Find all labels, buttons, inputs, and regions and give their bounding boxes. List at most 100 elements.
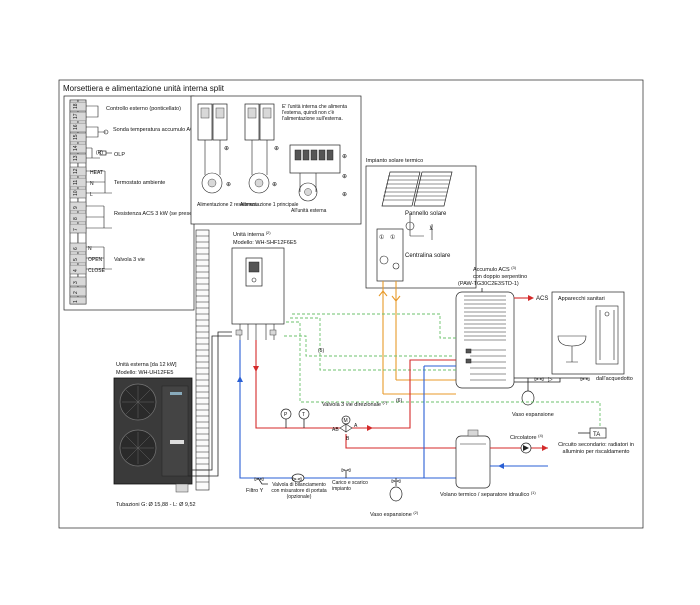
return-pipe-indoor <box>239 340 456 479</box>
terminal-label-sonda: Sonda temperatura accumulo ACS <box>113 127 198 133</box>
solar-station: ① ① ⊻ <box>376 214 433 282</box>
solar-panel-label: Pannello solare <box>405 211 447 217</box>
terminal-number-2: 2 <box>73 291 79 294</box>
svg-text:⊳⊲: ⊳⊲ <box>254 477 264 483</box>
terminal-number-14: 14 <box>73 145 79 151</box>
balancing-valve-label: Valvola di bilanciamento con misuratore … <box>271 482 327 500</box>
thermometer-2-icon: ① <box>390 234 395 241</box>
thermometer-1-icon: ① <box>379 234 384 241</box>
temperature-gauge-label: T <box>302 412 305 418</box>
refrigerant-line <box>188 331 232 477</box>
terminal-number-10: 10 <box>73 190 79 196</box>
plus-connector-4-icon: ⊕ <box>272 182 277 188</box>
plus-connector-7-icon: ⊕ <box>342 192 347 198</box>
svg-text:⊳⊲: ⊳⊲ <box>341 468 351 474</box>
terminal-number-18: 18 <box>73 103 79 109</box>
ref-5: (5) <box>318 348 324 354</box>
secondary-circuit-wrap: Circuito secondario: radiatori in allumi… <box>558 442 634 455</box>
solar-pipe-1 <box>378 281 456 395</box>
terminal-number-11: 11 <box>73 180 79 185</box>
plus-connector-5-icon: ⊕ <box>342 154 347 160</box>
sink-icon <box>557 335 587 363</box>
filtro-label: Filtro Y <box>246 488 264 494</box>
tank-line2: con doppio serpentino <box>473 274 527 280</box>
secondary-circuit-label: Circuito secondario: radiatori in allumi… <box>558 442 634 455</box>
terminal-label-olp: OLP <box>114 152 125 158</box>
pressure-gauge: P <box>280 408 292 428</box>
three-way-valve: M <box>339 415 353 433</box>
terminal-wiring <box>86 105 112 270</box>
terminal-number-9: 9 <box>73 206 79 209</box>
terminal-number-8: 8 <box>73 217 79 220</box>
port-b-label: B <box>346 436 350 442</box>
water-supply: ⊳⊲ ▷ ⊳⊲ <box>514 377 590 406</box>
pressure-gauge-label: P <box>284 412 288 418</box>
terminal-number-13: 13 <box>73 155 79 161</box>
sanitary-box <box>551 291 625 375</box>
signal-line-4 <box>284 335 452 357</box>
pin-close: CLOSE <box>88 268 106 274</box>
flow-pipe-to-buffer <box>345 434 456 449</box>
terminal-number-12: 12 <box>73 168 79 174</box>
check-valve-icon: ▷ <box>548 377 553 383</box>
pin-n: N <box>90 181 94 187</box>
terminal-connectors: ⊕ ⊕ ⊕ ⊕ ⊕ ⊕ ⊕ <box>224 144 347 202</box>
carico-label: Carico e scarico impianto <box>332 480 368 492</box>
plus-connector-1-icon: ⊕ <box>224 146 229 152</box>
supply-valve-2-icon: ⊳⊲ <box>580 377 590 383</box>
outdoor-unit <box>113 377 193 493</box>
vaso-espansione-label: Vaso espansione <box>512 412 554 418</box>
terminal-strip: 18 17 16 15 14 13 12 11 10 9 8 7 6 5 4 3… <box>69 99 87 305</box>
plus-connector-2-icon: ⊕ <box>274 146 279 152</box>
signal-line-3 <box>292 313 456 339</box>
signal-line-2 <box>290 317 456 371</box>
solar-panels <box>381 171 453 207</box>
terminal-label-controllo: Controllo esterno (ponticellato) <box>106 106 181 112</box>
terminal-number-15: 15 <box>73 134 79 140</box>
terminal-label-termostato: Termostato ambiente <box>114 180 165 186</box>
pin-n-valve: N <box>88 246 92 252</box>
solar-station-label: Centralina solare <box>405 253 451 259</box>
sanitary-label: Apparecchi sanitari <box>558 296 605 302</box>
circolatore-label: Circolatore (4) <box>510 433 544 441</box>
outdoor-unit-title: Unità esterna [da 12 kW] <box>116 362 177 368</box>
supply-valve-icon: ⊳⊲ <box>534 377 544 383</box>
indoor-unit-title: Unità interna (2) <box>233 230 271 238</box>
outdoor-feed-label: All'unità esterna <box>291 208 327 214</box>
terminal-number-1: 1 <box>73 300 79 303</box>
pin-open: OPEN <box>88 257 103 263</box>
power-note-wrap: E' l'unità interna che alimenta l'estern… <box>282 104 348 122</box>
terminal-number-5: 5 <box>73 258 79 261</box>
valve-3way-label: Valvola 3 vie direzionale (7) <box>322 400 388 408</box>
balancing-valve-wrap: Valvola di bilanciamento con misuratore … <box>271 482 327 500</box>
acquedotto-label: dall'acquedotto <box>596 376 633 382</box>
acs-tank <box>455 291 515 389</box>
outdoor-pipes-label: Tubazioni G: Ø 15,88 - L: Ø 9,52 <box>116 502 196 508</box>
fill-drain-icon: ⊳⊲ <box>341 468 351 478</box>
brick-wall <box>195 229 210 491</box>
ta-label: TA <box>593 432 600 438</box>
svg-text:⊳⊲: ⊳⊲ <box>292 477 302 483</box>
flow-pipe-to-tank <box>352 359 456 429</box>
power-note: E' l'unità interna che alimenta l'estern… <box>282 104 348 122</box>
terminal-number-17: 17 <box>73 113 79 119</box>
acs-label: ACS <box>536 296 548 302</box>
carico-wrap: Carico e scarico impianto <box>332 480 368 492</box>
valve-m-label: M <box>344 418 348 424</box>
balancing-valve-icon: ⊳⊲ <box>291 473 305 483</box>
plus-connector-3-icon: ⊕ <box>226 182 231 188</box>
plus-connector-6-icon: ⊕ <box>342 174 347 180</box>
shower-icon <box>595 305 619 365</box>
port-a-label: A <box>354 423 358 429</box>
pin-heat: HEAT <box>90 170 103 176</box>
buffer-tank <box>455 429 491 489</box>
breaker-1 <box>244 103 275 194</box>
breaker-2 <box>197 103 228 194</box>
port-ab-label: AB <box>332 427 339 433</box>
terminal-number-6: 6 <box>73 247 79 250</box>
terminal-number-4: 4 <box>73 269 79 272</box>
outdoor-unit-model: Modello: WH-UH12FE5 <box>116 370 173 376</box>
diagram-title: Morsettiera e alimentazione unità intern… <box>63 84 225 93</box>
